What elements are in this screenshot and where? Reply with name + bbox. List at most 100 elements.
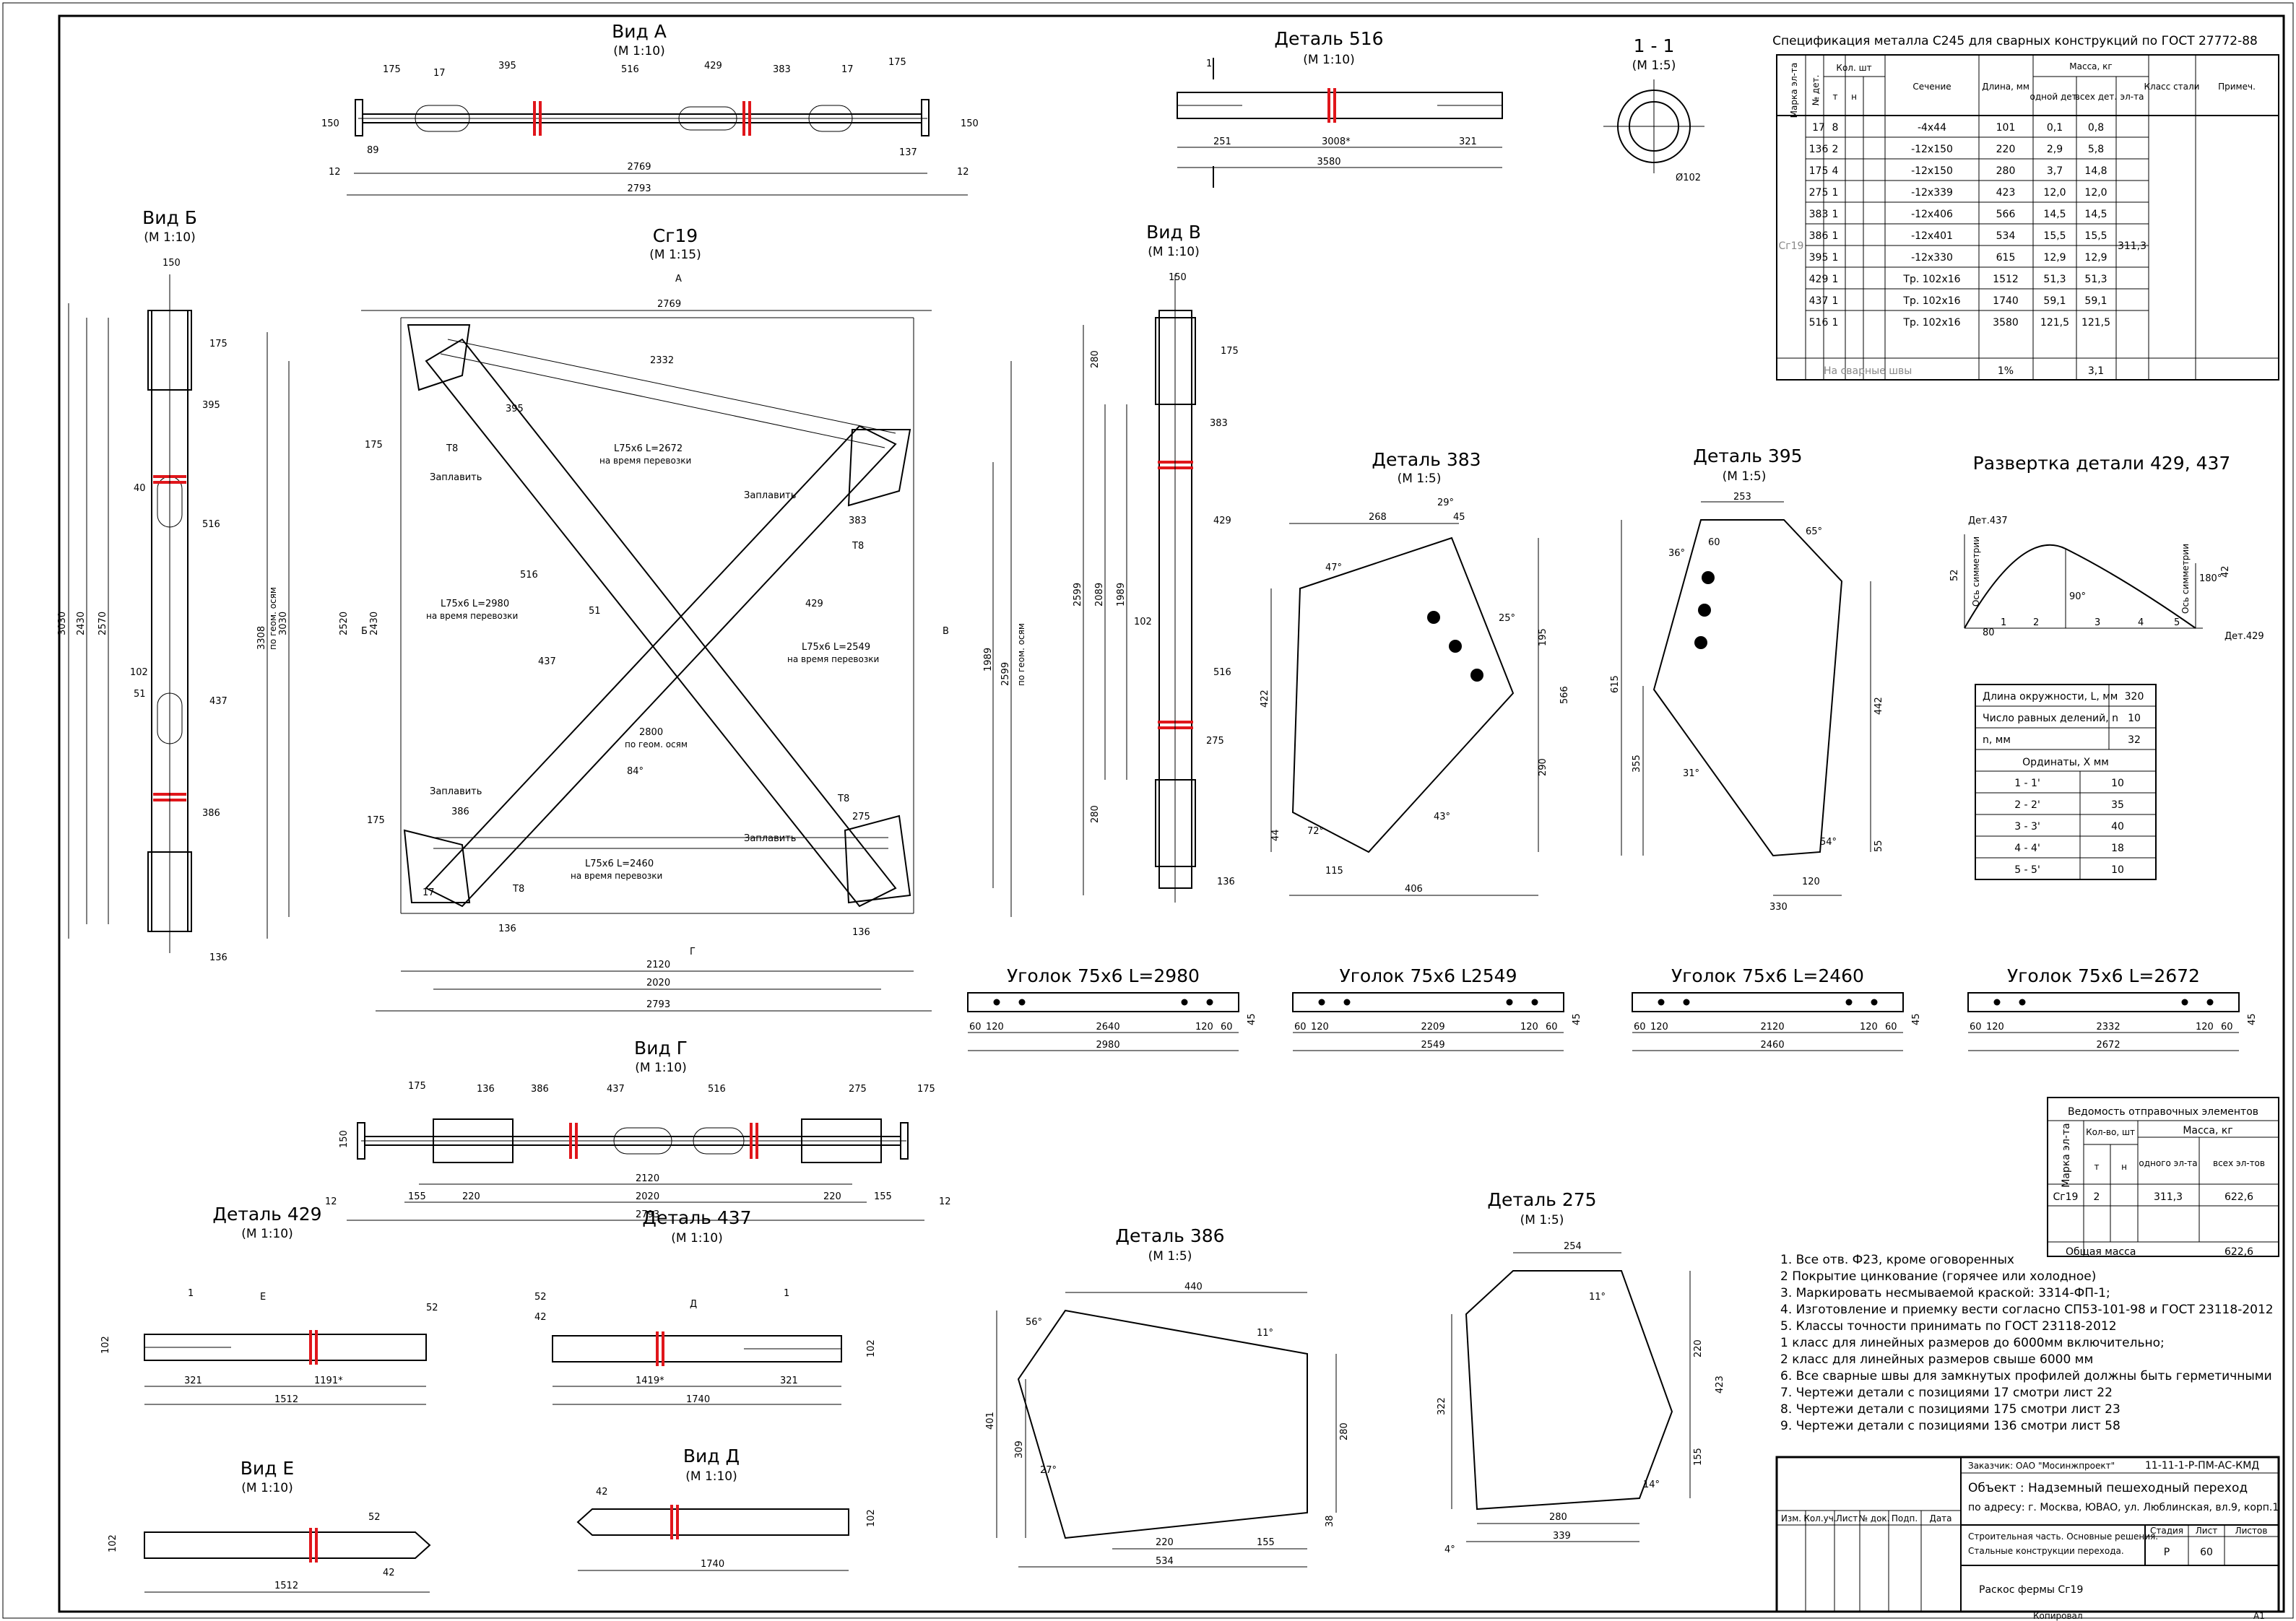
det383-25: 25° (1499, 613, 1515, 624)
vedom-h-n: н (2121, 1162, 2127, 1172)
spec-h-t: т (1833, 92, 1838, 102)
circle-ord-title: Ординаты, X мм (2022, 757, 2109, 768)
stamp-code: 11-11-1-Р-ПМ-АС-КМД (2145, 1460, 2259, 1472)
det395-120: 120 (1802, 877, 1820, 887)
dim-2769: 2769 (627, 162, 651, 173)
circle-row-val: 32 (2128, 734, 2141, 746)
spec-h-prim: Примеч. (2218, 82, 2256, 92)
note-line: 1 класс для линейных размеров до 6000мм … (1780, 1336, 2165, 1350)
cg19-zapl-2: Заплавить (744, 490, 796, 501)
angle-dim: 60 (1970, 1022, 1982, 1033)
view-g-title: Вид Г (634, 1038, 688, 1059)
angle-total: 2460 (1761, 1040, 1785, 1051)
det395-title: Деталь 395 (1693, 446, 1802, 466)
view-b-scale: (М 1:10) (144, 230, 196, 245)
dim-12b: 12 (957, 167, 969, 178)
ve-42: 42 (383, 1568, 395, 1578)
dim-137: 137 (899, 147, 917, 158)
title-block: Заказчик: ОАО "Мосинжпроект" 11-11-1-Р-П… (1775, 1456, 2280, 1621)
razv-90: 90° (2069, 591, 2086, 602)
spec-cell: 534 (1996, 230, 2016, 242)
view-d-scale: (М 1:10) (685, 1469, 737, 1484)
vg-155a: 155 (408, 1191, 426, 1202)
det275-322: 322 (1437, 1397, 1447, 1415)
view-g-scale: (М 1:10) (635, 1061, 687, 1075)
vg-220a: 220 (462, 1191, 480, 1202)
vg-275: 275 (849, 1084, 867, 1095)
angle-dim: 120 (1311, 1022, 1329, 1033)
cg19-zapl-3: Заплавить (430, 786, 482, 797)
det383-43: 43° (1434, 812, 1450, 822)
ord-val: 35 (2111, 799, 2124, 811)
cg19-angle: 84° (627, 766, 644, 777)
vedom-row-o: 311,3 (2154, 1191, 2183, 1203)
vg-2120: 2120 (636, 1173, 659, 1184)
ord-val: 18 (2111, 843, 2124, 854)
spec-cell: 1 (1832, 209, 1839, 220)
vb-51: 51 (134, 689, 146, 700)
det516-3008: 3008* (1322, 136, 1351, 147)
cg19-l4-note: на время перевозки (571, 871, 662, 881)
det386-11: 11° (1257, 1328, 1273, 1339)
spec-cell: 51,3 (2084, 274, 2107, 285)
cg19-p175-1: 175 (365, 440, 383, 451)
ord-val: 10 (2111, 864, 2124, 876)
stamp-copied: Копировал (2033, 1611, 2083, 1621)
det383-72: 72° (1307, 826, 1324, 837)
ord-val: 10 (2111, 778, 2124, 789)
spec-h-vseh: всех дет. (2075, 92, 2117, 102)
vv-175: 175 (1221, 346, 1239, 357)
note-line: 7. Чертежи детали с позициями 17 смотри … (1780, 1386, 2113, 1400)
razv-axis-1: Ось симметрии (1971, 536, 1981, 607)
det275-339: 339 (1553, 1531, 1571, 1542)
det395-355: 355 (1632, 755, 1642, 773)
spec-cell: -12х150 (1911, 165, 1953, 177)
det395-55: 55 (1873, 840, 1884, 852)
spec-cell: 1740 (1993, 295, 2019, 307)
stamp-sheet: 60 (2200, 1547, 2213, 1558)
det395-253: 253 (1733, 492, 1751, 503)
vedom-h-marka: Марка эл-та (2061, 1123, 2072, 1187)
view-e-scale: (М 1:10) (241, 1481, 293, 1495)
vv-429: 429 (1213, 516, 1231, 526)
spec-cell: 1 (1832, 295, 1839, 307)
det437-52: 52 (534, 1292, 547, 1303)
cg19-p386: 386 (451, 807, 469, 817)
vb-175: 175 (209, 339, 228, 349)
view-a-title: Вид А (612, 21, 667, 42)
stamp-customer: Заказчик: ОАО "Мосинжпроект" (1968, 1461, 2115, 1471)
stamp-col-h: Подп. (1892, 1513, 1918, 1524)
spec-cell: 121,5 (2040, 317, 2069, 329)
det275-11: 11° (1589, 1292, 1606, 1303)
view-a-scale: (М 1:10) (613, 44, 665, 58)
angle-total: 2549 (1421, 1040, 1445, 1051)
spec-table: Спецификация металла С245 для сварных ко… (1772, 34, 2279, 381)
vb-386: 386 (202, 808, 220, 819)
det386-280: 280 (1339, 1422, 1350, 1440)
det383-406: 406 (1405, 884, 1423, 895)
spec-el-mass: 311,3 (2118, 240, 2146, 252)
dim-150b: 150 (961, 118, 979, 129)
det395-scale: (М 1:5) (1723, 469, 1767, 484)
vg-12b: 12 (939, 1196, 951, 1207)
det429-title: Деталь 429 (212, 1204, 321, 1225)
cg19-arrow-a: А (675, 274, 682, 284)
spec-cell: 15,5 (2043, 230, 2066, 242)
spec-cell: 2,9 (2047, 144, 2063, 155)
spec-cell: Тр. 102х16 (1902, 274, 1960, 285)
cg19-p516: 516 (520, 570, 538, 581)
det395-31: 31° (1683, 768, 1699, 779)
angle-title: Уголок 75х6 L=2460 (1671, 965, 1864, 986)
detail-429: Деталь 429 (М 1:10) 321 1191* 1512 52 10… (100, 1204, 438, 1405)
vb-395: 395 (202, 400, 220, 411)
cg19-l4: L75х6 L=2460 (585, 859, 654, 869)
cg19-2800-note: по геом. осям (625, 739, 688, 749)
cg19-p136-2: 136 (852, 927, 870, 938)
det383-195: 195 (1538, 628, 1548, 646)
vv-280b: 280 (1090, 805, 1101, 823)
cg19-p136-1: 136 (498, 924, 516, 934)
spec-h-massa: Масса, кг (2069, 61, 2112, 71)
